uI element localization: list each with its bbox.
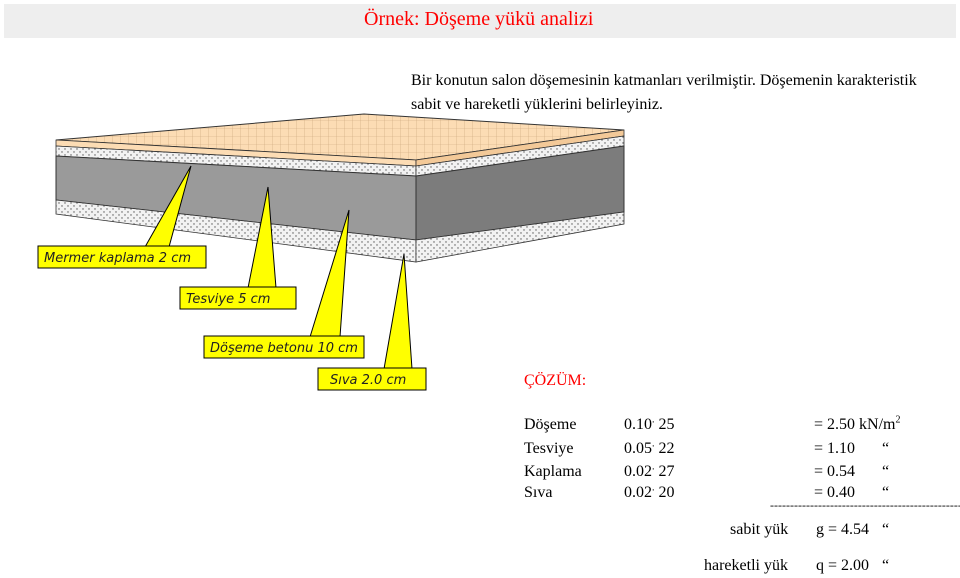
callout-siva-label: Sıva 2.0 cm bbox=[330, 373, 406, 388]
intro-line-1: Bir konutun salon döşemesinin katmanları… bbox=[411, 72, 917, 89]
solution-heading: ÇÖZÜM: bbox=[524, 372, 587, 389]
sabit-yuk-label: sabit yük bbox=[730, 521, 789, 538]
hareketli-yuk-label: hareketli yük bbox=[704, 557, 788, 574]
ditto-mark: “ bbox=[882, 463, 890, 480]
sabit-yuk-value: g = 4.54 bbox=[816, 521, 870, 538]
intro-line-2: sabit ve hareketli yüklerini belirleyini… bbox=[411, 96, 663, 113]
plaster-right-face bbox=[415, 211, 625, 263]
sum-separator: ----------------------------------------… bbox=[770, 498, 960, 512]
row-result: = 0.40 bbox=[814, 484, 856, 501]
callout-siva: Sıva 2.0 cm bbox=[317, 367, 427, 391]
row-calc: 0.05. 22 bbox=[624, 438, 675, 457]
row-name: Döşeme bbox=[524, 416, 577, 433]
ditto-mark: “ bbox=[882, 484, 890, 501]
callout-tesviye: Tesviye 5 cm bbox=[179, 286, 297, 310]
callout-beton: Döşeme betonu 10 cm bbox=[203, 335, 365, 359]
title-bar: Örnek: Döşeme yükü analizi bbox=[4, 4, 956, 38]
page-title: Örnek: Döşeme yükü analizi bbox=[364, 8, 594, 30]
row-calc: 0.10. 25 bbox=[624, 414, 675, 433]
row-result: = 2.50 kN/m2 bbox=[814, 414, 901, 433]
row-result: = 0.54 bbox=[814, 463, 856, 480]
ditto-mark: “ bbox=[882, 557, 890, 574]
row-calc: 0.02. 27 bbox=[624, 461, 675, 480]
callout-mermer: Mermer kaplama 2 cm bbox=[37, 245, 207, 269]
row-name: Sıva bbox=[524, 484, 553, 501]
callout-mermer-label: Mermer kaplama 2 cm bbox=[44, 251, 191, 266]
siva-pointer bbox=[383, 253, 413, 370]
row-name: Tesviye bbox=[524, 440, 574, 457]
callout-beton-label: Döşeme betonu 10 cm bbox=[210, 341, 358, 356]
callout-tesviye-label: Tesviye 5 cm bbox=[186, 292, 270, 307]
hareketli-yuk-value: q = 2.00 bbox=[816, 557, 870, 574]
row-name: Kaplama bbox=[524, 463, 582, 480]
row-result: = 1.10 bbox=[814, 440, 856, 457]
row-calc: 0.02. 20 bbox=[624, 482, 675, 501]
ditto-mark: “ bbox=[882, 440, 890, 457]
ditto-mark: “ bbox=[882, 521, 890, 538]
